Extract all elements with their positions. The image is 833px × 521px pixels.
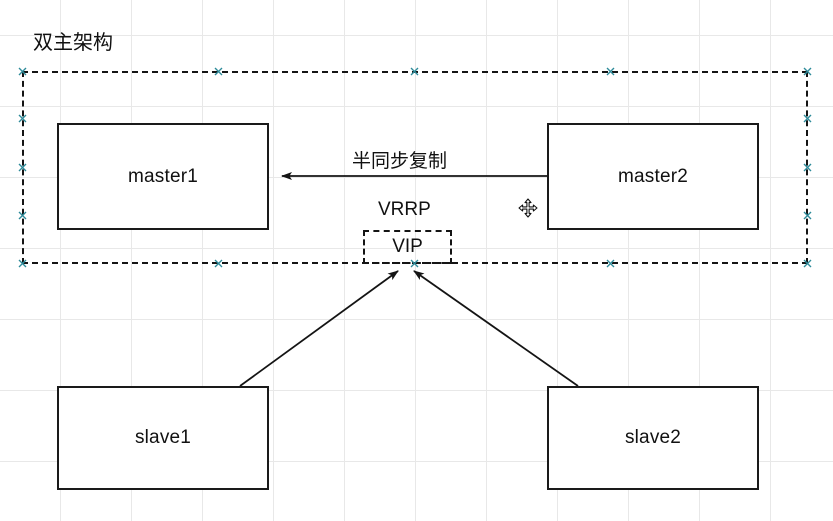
- vip-label: VIP: [392, 236, 423, 257]
- selection-handle[interactable]: [18, 163, 27, 172]
- page-title: 双主架构: [33, 32, 113, 54]
- selection-handle[interactable]: [803, 163, 812, 172]
- vip-box[interactable]: VIP: [363, 230, 452, 264]
- edge-slave1-to-vip[interactable]: [239, 270, 399, 387]
- selection-handle[interactable]: [410, 67, 419, 76]
- selection-handle[interactable]: [803, 114, 812, 123]
- node-label-master1: master1: [127, 165, 199, 187]
- selection-handle[interactable]: [18, 211, 27, 220]
- selection-handle[interactable]: [18, 114, 27, 123]
- edge-slave2-to-vip[interactable]: [413, 270, 579, 387]
- selection-handle[interactable]: [18, 67, 27, 76]
- selection-handle[interactable]: [803, 259, 812, 268]
- move-cursor-icon: [518, 198, 538, 218]
- selection-handle[interactable]: [214, 259, 223, 268]
- selection-handle[interactable]: [606, 259, 615, 268]
- edge-label-semisync-replication: 半同步复制: [352, 151, 448, 172]
- selection-handle[interactable]: [803, 211, 812, 220]
- selection-handle[interactable]: [18, 259, 27, 268]
- selection-handle[interactable]: [410, 259, 419, 268]
- node-label-slave2: slave2: [624, 427, 682, 448]
- node-master1[interactable]: master1: [57, 123, 269, 230]
- selection-handle[interactable]: [803, 67, 812, 76]
- node-slave1[interactable]: slave1: [57, 386, 269, 490]
- node-label-master2: master2: [617, 165, 689, 187]
- node-label-slave1: slave1: [134, 427, 192, 448]
- selection-handle[interactable]: [606, 67, 615, 76]
- selection-handle[interactable]: [214, 67, 223, 76]
- edge-label-vrrp: VRRP: [378, 199, 431, 220]
- node-slave2[interactable]: slave2: [547, 386, 759, 490]
- node-master2[interactable]: master2: [547, 123, 759, 230]
